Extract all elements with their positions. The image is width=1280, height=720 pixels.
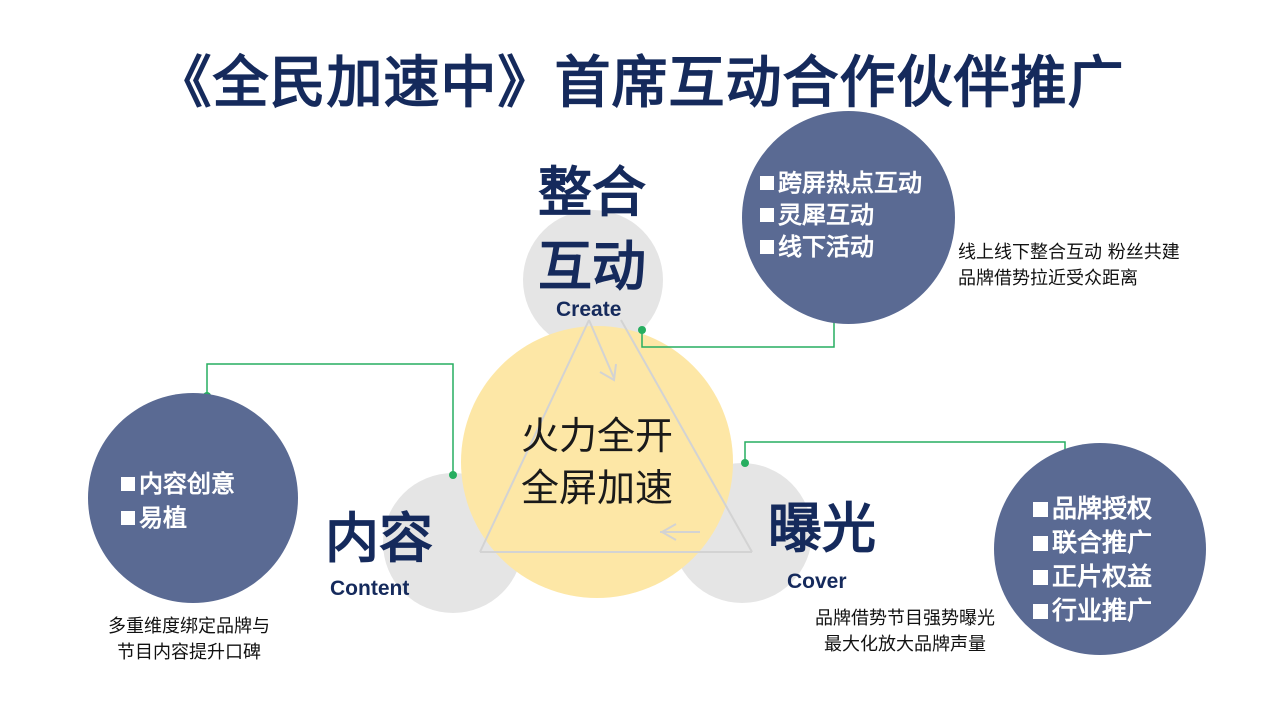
create-label-cn-1: 整合 <box>538 160 646 224</box>
bullet-square-icon <box>121 511 135 525</box>
create-label-en: Create <box>556 298 622 321</box>
create-label-cn-2: 互动 <box>538 234 646 298</box>
bullet-square-icon <box>760 176 774 190</box>
center-text: 火力全开 全屏加速 <box>461 410 733 514</box>
bullet-square-icon <box>1033 603 1048 619</box>
bubble-left <box>88 393 298 603</box>
note-right-top: 线上线下整合互动 粉丝共建 品牌借势拉近受众距离 <box>958 242 1180 289</box>
bullet-square-icon <box>1033 501 1048 517</box>
content-label-cn: 内容 <box>325 506 433 570</box>
center-text-line-2: 全屏加速 <box>520 466 673 510</box>
list-item: 品牌授权 <box>1033 492 1152 526</box>
arrow-head-bottom <box>659 523 677 541</box>
note-left-bottom: 多重维度绑定品牌与 节目内容提升口碑 <box>108 616 270 663</box>
bullet-square-icon <box>760 240 774 254</box>
list-item: 行业推广 <box>1033 594 1152 628</box>
list-item: 联合推广 <box>1033 526 1152 560</box>
bullet-square-icon <box>1033 535 1048 551</box>
list-item: 灵犀互动 <box>760 199 922 231</box>
bubble-bottom-right <box>994 443 1206 655</box>
cycle-triangle <box>479 319 753 553</box>
list-item: 正片权益 <box>1033 560 1152 594</box>
content-label-en: Content <box>330 577 410 600</box>
center-text-line-1: 火力全开 <box>520 414 673 458</box>
list-item: 易植 <box>121 501 235 535</box>
list-item: 跨屏热点互动 <box>760 167 922 199</box>
bubble-bottom-right-list: 品牌授权 联合推广 正片权益 行业推广 <box>1033 492 1152 628</box>
bubble-left-list: 内容创意 易植 <box>121 467 235 535</box>
list-item: 内容创意 <box>121 467 235 501</box>
cycle-arrow-right <box>620 319 753 553</box>
cover-label-en: Cover <box>787 570 847 593</box>
bullet-square-icon <box>121 477 135 491</box>
arrow-head-top <box>599 363 617 382</box>
cover-label-cn: 曝光 <box>768 496 876 560</box>
bullet-square-icon <box>760 208 774 222</box>
bubble-top-right <box>742 111 955 324</box>
cycle-arrow-top <box>588 319 615 379</box>
bubble-top-right-list: 跨屏热点互动 灵犀互动 线下活动 <box>760 167 922 263</box>
list-item: 线下活动 <box>760 231 922 263</box>
bullet-square-icon <box>1033 569 1048 585</box>
note-right-bottom: 品牌借势节目强势曝光 最大化放大品牌声量 <box>815 608 995 655</box>
page-title: 《全民加速中》首席互动合作伙伴推广 <box>155 50 1125 116</box>
